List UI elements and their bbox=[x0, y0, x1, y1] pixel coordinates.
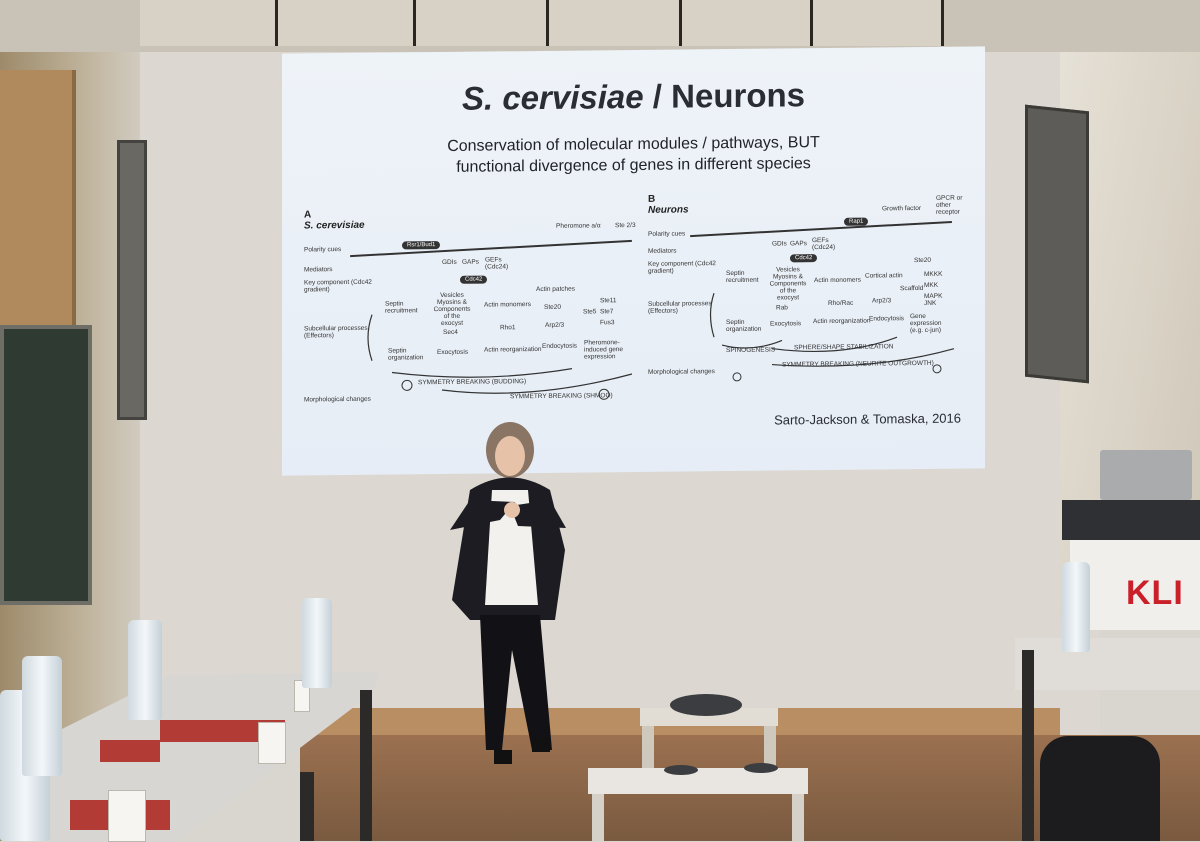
lectern-logo: KLI bbox=[1126, 574, 1184, 612]
ceiling-panel bbox=[140, 0, 278, 46]
chalkboard bbox=[0, 325, 92, 605]
conference-speakerphone bbox=[670, 694, 742, 716]
presenter bbox=[450, 422, 566, 764]
conference-table-right bbox=[1015, 638, 1200, 690]
table-leg bbox=[1022, 650, 1034, 841]
water-bottle bbox=[1062, 562, 1090, 652]
ceiling-panel bbox=[813, 0, 944, 46]
name-card bbox=[108, 790, 146, 842]
lectern-front bbox=[1070, 540, 1200, 630]
ceiling-panel bbox=[278, 0, 416, 46]
side-table-leg bbox=[764, 726, 776, 770]
ceiling-panel bbox=[416, 0, 549, 46]
backpack bbox=[1040, 736, 1160, 841]
microphone-puck bbox=[664, 765, 698, 775]
ceiling-panel bbox=[682, 0, 813, 46]
side-table bbox=[640, 708, 778, 726]
red-folder bbox=[100, 740, 160, 762]
diagram-braces bbox=[367, 292, 955, 400]
bench-leg bbox=[792, 794, 804, 841]
water-bottle bbox=[302, 598, 332, 688]
table-leg bbox=[300, 772, 314, 841]
table-leg bbox=[360, 690, 372, 841]
water-bottle bbox=[22, 656, 62, 776]
red-folder bbox=[160, 720, 285, 742]
microphone-puck bbox=[744, 763, 778, 773]
bench-leg bbox=[592, 794, 604, 841]
side-table-leg bbox=[642, 726, 654, 770]
ceiling-panel bbox=[549, 0, 682, 46]
name-card bbox=[258, 722, 286, 764]
low-bench bbox=[588, 768, 808, 794]
projection-screen: S. cervisiae / Neurons Conservation of m… bbox=[282, 46, 985, 476]
wall-speaker-left bbox=[117, 140, 147, 420]
ceiling bbox=[0, 0, 1200, 52]
wall-speaker-right bbox=[1025, 104, 1089, 384]
lectern-top bbox=[1062, 500, 1200, 540]
slide-citation: Sarto-Jackson & Tomaska, 2016 bbox=[774, 410, 961, 428]
water-bottle bbox=[128, 620, 162, 720]
laptop bbox=[1100, 450, 1192, 500]
wooden-door bbox=[0, 70, 76, 330]
